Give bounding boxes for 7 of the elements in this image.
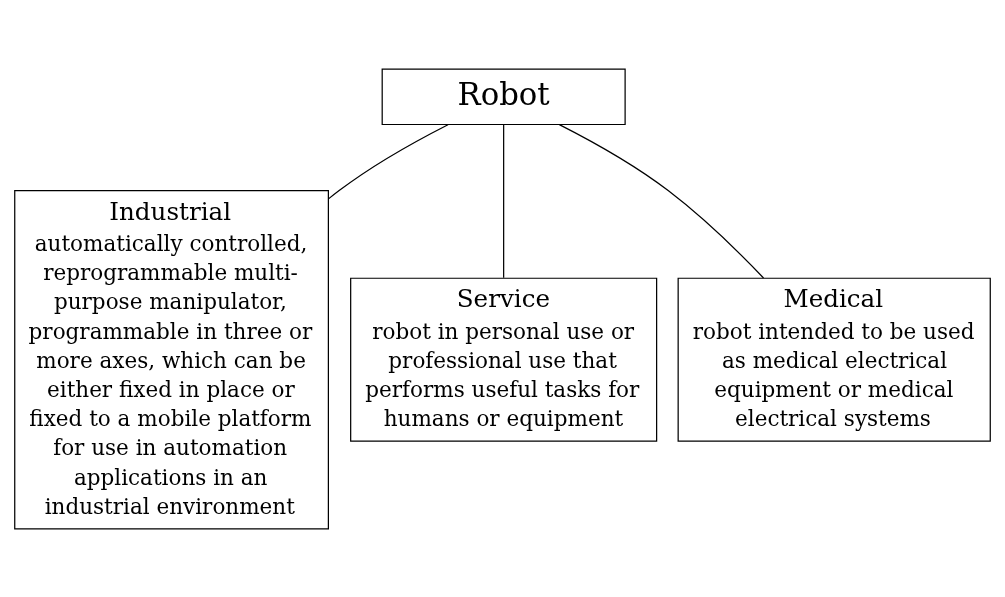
connector bbox=[328, 123, 449, 199]
node-box: Service robot in personal use or professional use that performs useful tasks for humans or equipment bbox=[350, 277, 658, 442]
node-box: Industrial automatically controlled, reprogrammable multi-purpose manipulator, programmable in three or more axes, which can be either fixed in place or fixed to a mobile platform for use in automation applications in an industrial environment bbox=[14, 189, 329, 529]
node-box: Medical robot intended to be used as medical electrical equipment or medical electrical systems bbox=[677, 277, 991, 442]
connector bbox=[503, 123, 505, 278]
node-box: Robot bbox=[381, 68, 626, 125]
connector bbox=[558, 123, 765, 279]
